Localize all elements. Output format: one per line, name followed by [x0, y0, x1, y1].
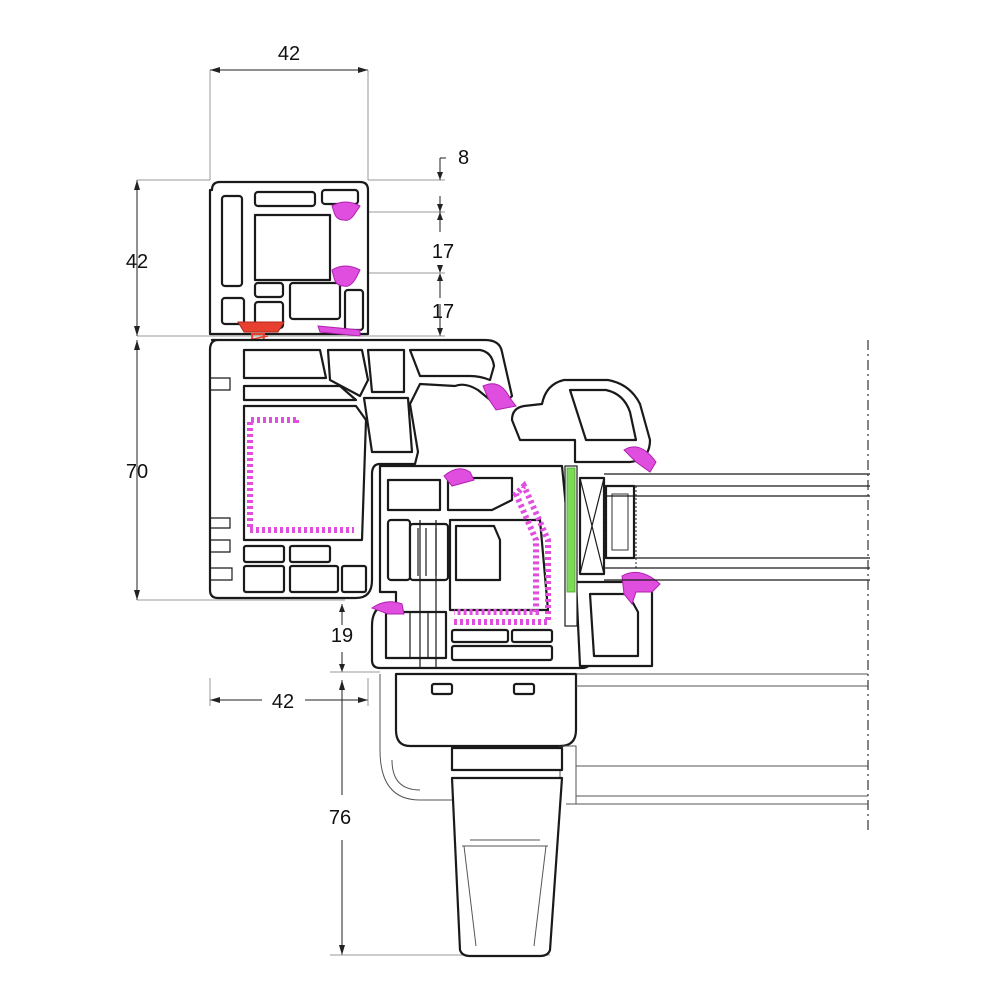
sash-profile	[370, 464, 592, 670]
dim-handle-height-76: 76	[329, 807, 351, 829]
window-handle	[379, 672, 868, 958]
dim-gasket-gap-2: 17	[432, 301, 454, 323]
glass-unit	[564, 340, 870, 830]
dim-offset-19: 19	[331, 625, 353, 647]
dimension-labels: 42 8 17 17 42 70 19 42 76	[126, 43, 469, 829]
dim-height-70: 70	[126, 461, 148, 483]
dim-height-42: 42	[126, 251, 148, 273]
dim-offset-8: 8	[458, 147, 469, 169]
frame-profile	[208, 338, 517, 600]
top-profile	[208, 180, 370, 367]
dim-gasket-gap-1: 17	[432, 241, 454, 263]
dim-bottom-width-42: 42	[272, 691, 294, 713]
screw-head	[237, 321, 285, 333]
glazing-bead	[510, 378, 661, 668]
dim-sash-width-top: 42	[278, 43, 300, 65]
green-spacer	[566, 467, 576, 593]
